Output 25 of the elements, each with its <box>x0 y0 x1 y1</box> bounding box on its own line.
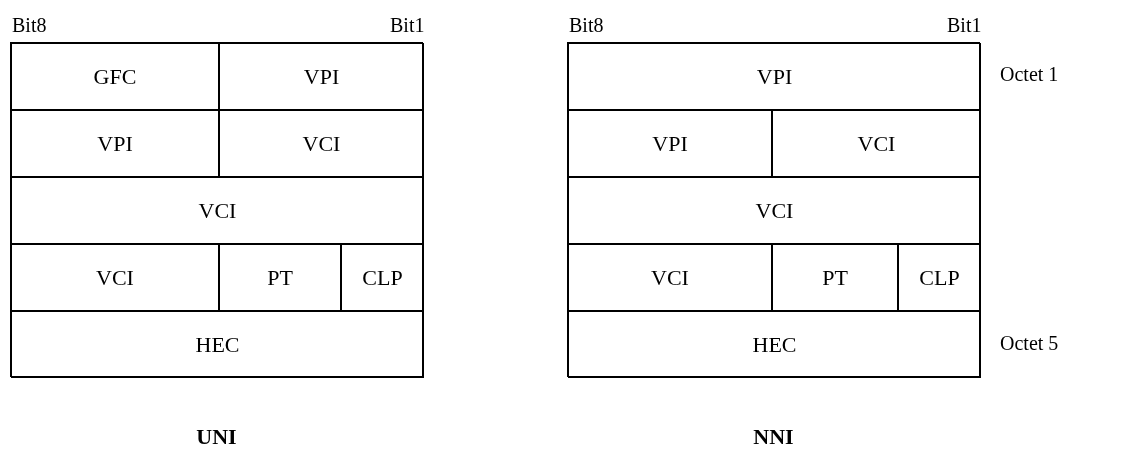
header-field: VCI <box>772 110 981 177</box>
bit-label: Bit8 <box>12 14 47 37</box>
octet-label: Octet 1 <box>1000 63 1059 86</box>
header-field: HEC <box>568 311 981 378</box>
header-field: VCI <box>11 177 424 244</box>
bit-label: Bit1 <box>390 14 425 37</box>
header-field: CLP <box>341 244 424 311</box>
header-field: GFC <box>11 43 219 110</box>
octet-label: Octet 5 <box>1000 332 1059 355</box>
header-field: VCI <box>11 244 219 311</box>
header-field: VCI <box>568 177 981 244</box>
frame-label: NNI <box>752 424 795 450</box>
header-field: CLP <box>898 244 981 311</box>
header-field: VPI <box>568 43 981 110</box>
bit-label: Bit8 <box>569 14 604 37</box>
header-field: PT <box>772 244 898 311</box>
header-field: VPI <box>219 43 424 110</box>
header-field: VPI <box>568 110 772 177</box>
header-field: VPI <box>11 110 219 177</box>
header-field: PT <box>219 244 341 311</box>
header-field: HEC <box>11 311 424 378</box>
header-field: VCI <box>568 244 772 311</box>
header-field: VCI <box>219 110 424 177</box>
bit-label: Bit1 <box>947 14 982 37</box>
frame-label: UNI <box>195 424 238 450</box>
